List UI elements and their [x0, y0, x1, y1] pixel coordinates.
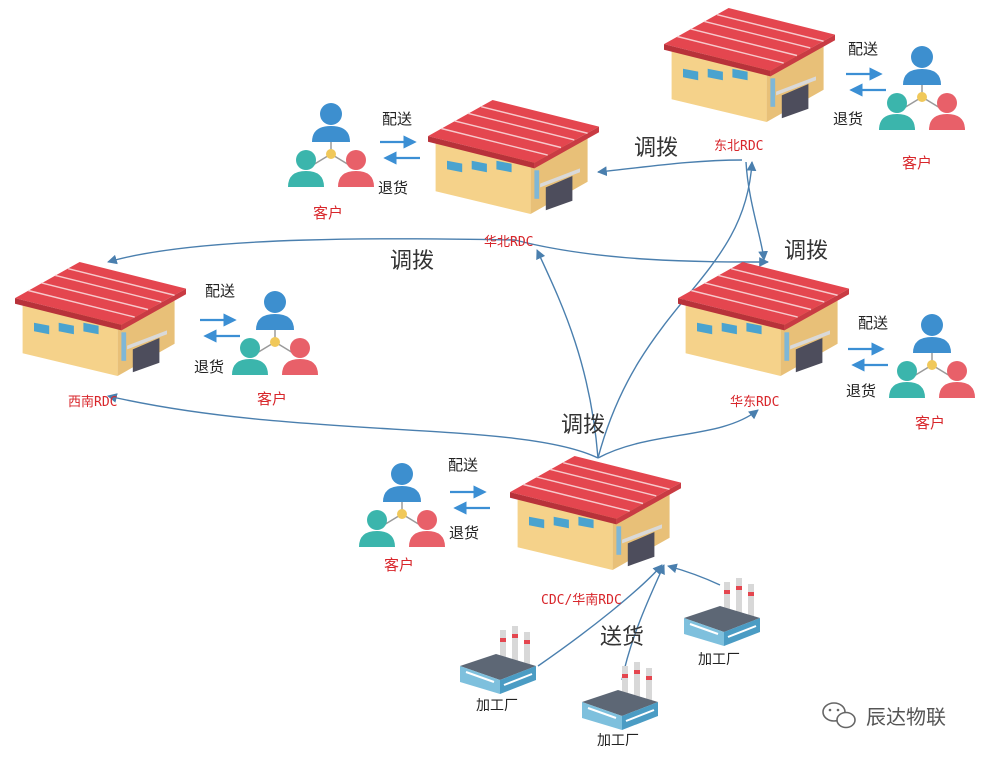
transfer-label-cdc: 调拨 [561, 413, 605, 438]
warehouse-nc-label: 华北RDC [484, 235, 533, 250]
line-factory2-to-cdc [621, 564, 665, 681]
return-label-ec: 退货 [846, 382, 876, 400]
warehouse-sw-label: 西南RDC [68, 394, 117, 410]
warehouse-ne: 东北RDC [663, 7, 836, 154]
line-cdc-to-nc [536, 249, 599, 459]
customer-group-ne: 配送 退货 客户 [833, 40, 966, 172]
factory-2: 加工厂 [581, 661, 659, 749]
watermark: 辰达物联 [822, 702, 946, 729]
customer-label-cdc: 客户 [384, 556, 414, 574]
line-factory1-to-cdc [537, 564, 663, 667]
line-cdc-to-sw [107, 393, 599, 459]
customer-label-sw: 客户 [257, 390, 287, 408]
deliver-label-ne: 配送 [848, 40, 878, 58]
customer-group-cdc: 配送 退货 客户 [358, 456, 490, 574]
warehouse-sw: 西南RDC [14, 261, 187, 410]
warehouse-cdc-label: CDC/华南RDC [541, 592, 622, 608]
return-label-ne: 退货 [833, 110, 863, 128]
customer-group-sw: 配送 退货 客户 [194, 282, 319, 408]
factory-3: 加工厂 [683, 577, 761, 668]
warehouse-nc: 华北RDC [427, 99, 600, 250]
line-ne-to-nc [597, 159, 743, 177]
transfer-label-ne-nc: 调拨 [634, 136, 678, 161]
return-label-cdc: 退货 [449, 524, 479, 542]
warehouse-cdc: CDC/华南RDC [509, 455, 682, 608]
deliver-label-nc: 配送 [382, 110, 412, 128]
return-label-nc: 退货 [378, 179, 408, 197]
factory-1-label: 加工厂 [476, 698, 518, 714]
watermark-text: 辰达物联 [866, 705, 946, 729]
customer-group-ec: 配送 退货 客户 [846, 313, 976, 432]
customer-group-nc: 配送 退货 客户 [287, 102, 420, 222]
factory-3-label: 加工厂 [698, 652, 740, 668]
line-nc-to-ec [514, 239, 769, 267]
factory-1: 加工厂 [459, 625, 537, 714]
ship-label: 送货 [600, 625, 644, 650]
transfer-label-nc-ec: 调拨 [784, 239, 828, 264]
deliver-label-sw: 配送 [205, 282, 235, 300]
line-nc-to-sw [107, 238, 516, 265]
warehouse-ne-label: 东北RDC [714, 139, 763, 154]
warehouse-ec: 华东RDC [677, 261, 850, 410]
line-factory3-to-cdc [667, 563, 721, 586]
customer-label-ec: 客户 [915, 414, 945, 432]
deliver-label-cdc: 配送 [448, 456, 478, 474]
warehouse-ec-label: 华东RDC [730, 395, 779, 410]
customer-label-nc: 客户 [313, 204, 343, 222]
deliver-label-ec: 配送 [858, 314, 888, 332]
return-label-sw: 退货 [194, 358, 224, 376]
factory-2-label: 加工厂 [597, 733, 639, 749]
wechat-icon [822, 702, 856, 729]
transfer-lines [107, 159, 769, 681]
line-ne-to-ec [745, 161, 768, 261]
customer-label-ne: 客户 [902, 154, 932, 172]
line-cdc-to-ec [597, 409, 759, 459]
transfer-label-nc-sw: 调拨 [390, 249, 434, 274]
